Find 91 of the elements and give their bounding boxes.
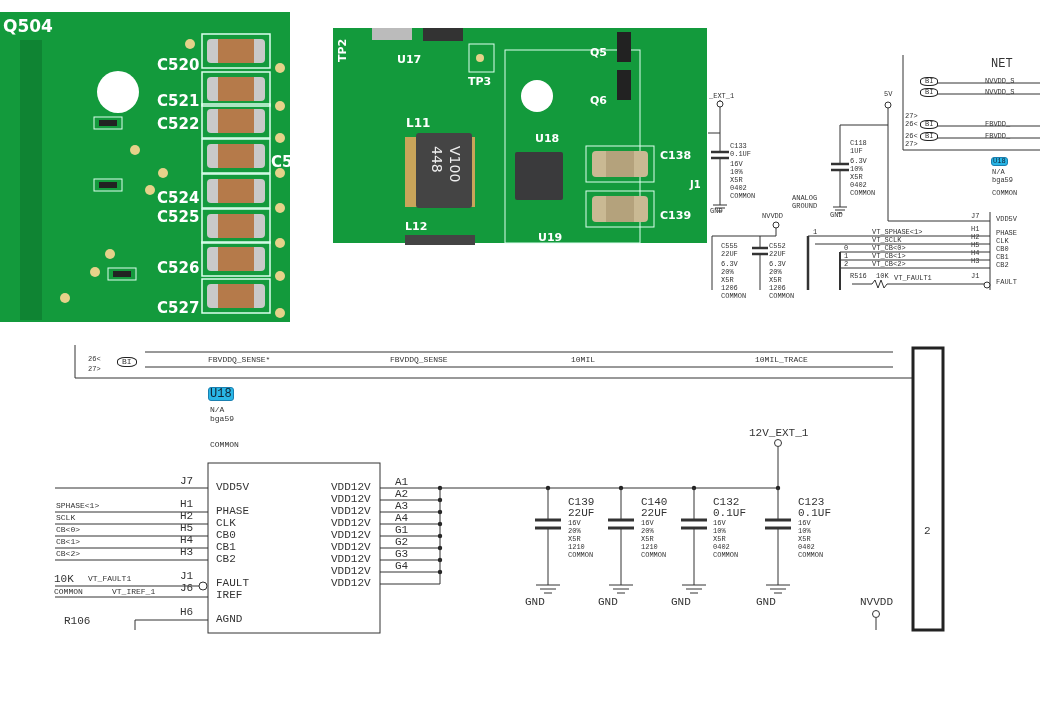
component-value: 0.1UF [798,508,831,519]
pin-number: A4 [395,513,409,524]
component-value: 10K [54,574,74,585]
pin-name: VDD12V [331,578,371,589]
silkscreen-label: TP2 [337,38,348,62]
net-name: 12V_EXT_1 [749,428,809,439]
silkscreen-label: C526 [157,261,200,276]
pin-number: A3 [395,501,409,512]
component-designator: C123 [798,497,825,508]
pin-name: VDD12V [331,518,371,529]
silkscreen-label: C524 [157,191,200,206]
schematic-note: COMMON [54,588,83,596]
net-name: FBVDDQ_SENSE* [208,356,271,364]
silkscreen-label: Q504 [3,18,53,35]
pin-name: VDD12V [331,482,371,493]
component-designator: C139 [568,497,595,508]
connector-tag: BI [117,357,137,367]
silkscreen-label: C138 [660,150,692,161]
silkscreen-label: L11 [406,117,431,129]
component-designator: U18 [208,387,234,401]
pin-number: H6 [180,607,194,618]
pin-name: CB0 [216,530,236,541]
net-name: VT_IREF_1 [112,588,156,596]
ground-label: GND [525,597,545,608]
silkscreen-label: Q6 [590,95,607,106]
component-designator: C132 [713,497,740,508]
net-name: CB<1> [56,538,80,546]
pin-number: A1 [395,477,409,488]
pin-number: J7 [180,476,194,487]
pin-name: AGND [216,614,243,625]
component-value: 22UF [568,508,595,519]
pin-number: A2 [395,489,409,500]
schematic-note: 2 [924,526,931,537]
pin-name: FAULT [216,578,249,589]
silkscreen-label: J1 [690,180,701,190]
pin-number: J6 [180,583,194,594]
net-name: SPHASE<1> [56,502,100,510]
schematic-note: NET [991,58,1013,70]
pin-number: G2 [395,537,409,548]
pin-number: H1 [180,499,194,510]
component-value: 0.1UF [713,508,746,519]
silkscreen-label: C520 [157,58,200,73]
pin-number: G4 [395,561,409,572]
pin-name: CLK [216,518,236,529]
pin-number: H3 [180,547,194,558]
component-designator: C140 [641,497,668,508]
silkscreen-label: C521 [157,94,200,109]
pin-name: PHASE [216,506,249,517]
pin-number: J1 [180,571,194,582]
silkscreen-label: U19 [538,232,563,243]
schematic-note: COMMON [210,441,239,449]
ground-label: GND [671,597,691,608]
silkscreen-label: U17 [397,54,422,65]
schematic-note: 10MIL_TRACE [755,356,808,364]
pin-name: VDD12V [331,506,371,517]
silkscreen-label: C139 [660,210,692,221]
silkscreen-label: U18 [535,133,560,144]
net-name: SCLK [56,514,76,522]
pin-number: H2 [180,511,194,522]
net-name: CB<2> [56,550,80,558]
schematic-note: 10MIL [571,356,595,364]
net-name: VT_FAULT1 [88,575,132,583]
silkscreen-label: Q5 [590,47,607,58]
pin-name: VDD12V [331,530,371,541]
pin-number: G1 [395,525,409,536]
component-designator: R106 [64,616,91,627]
pin-name: CB1 [216,542,236,553]
part-marking: 448 [430,146,444,173]
silkscreen-label: C525 [157,210,200,225]
pin-name: VDD12V [331,494,371,505]
silkscreen-label: C527 [157,301,200,316]
silkscreen-label: L12 [405,221,428,232]
pin-name: IREF [216,590,243,601]
pin-number: G3 [395,549,409,560]
silkscreen-label: TP3 [468,76,492,87]
pin-name: VDD5V [216,482,249,493]
part-marking: V100 [448,146,462,183]
silkscreen-label: C522 [157,117,200,132]
pin-name: VDD12V [331,554,371,565]
pin-name: VDD12V [331,542,371,553]
pin-number: H5 [180,523,194,534]
net-name: NVVDD [860,597,893,608]
component-spec: N/A bga59 [210,405,234,424]
ground-label: GND [598,597,618,608]
pin-name: CB2 [216,554,236,565]
pin-name: VDD12V [331,566,371,577]
pin-number: H4 [180,535,194,546]
component-value: 22UF [641,508,668,519]
net-name: FBVDDQ_SENSE [390,356,448,364]
net-name: CB<0> [56,526,80,534]
ground-label: GND [756,597,776,608]
